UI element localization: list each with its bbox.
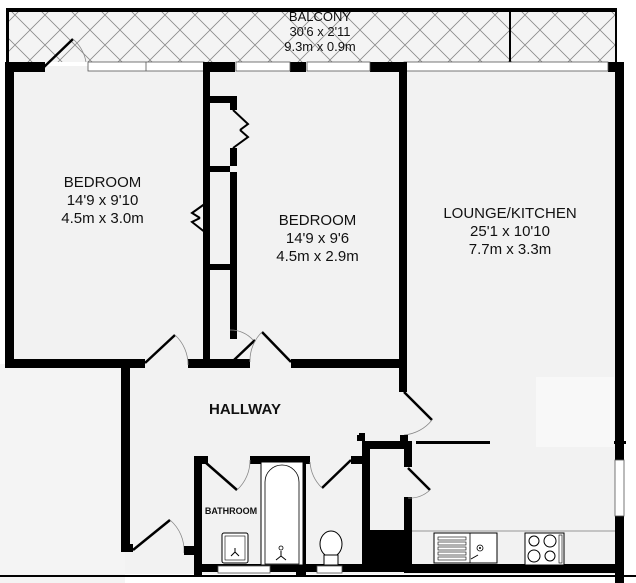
room-name: BEDROOM	[63, 174, 142, 191]
base-line	[0, 575, 636, 577]
sink-icon	[433, 532, 498, 564]
room-name: LOUNGE/KITCHEN	[443, 205, 577, 222]
wc-door	[309, 459, 352, 489]
interior-floor	[0, 66, 615, 583]
room-imperial: 25'1 x 10'10	[470, 223, 550, 240]
bathroom-door	[204, 459, 251, 491]
basin-icon	[221, 532, 249, 564]
closet-walls	[203, 62, 237, 368]
bedroom1-label: BEDROOM 14'9 x 9'10 4.5m x 3.0m	[40, 174, 165, 228]
room-name: BEDROOM	[278, 212, 357, 229]
lounge-label: LOUNGE/KITCHEN 25'1 x 10'10 7.7m x 3.3m	[420, 205, 600, 259]
bottom-wall	[404, 564, 624, 573]
toilet-icon	[319, 530, 343, 566]
bedroom2-label: BEDROOM 14'9 x 9'6 4.5m x 2.9m	[255, 212, 380, 266]
window	[316, 565, 343, 574]
bedroom2-walls	[291, 62, 407, 392]
lounge-door	[400, 391, 433, 443]
bedroom1-walls	[5, 62, 250, 368]
entrance-door	[132, 519, 198, 555]
room-name: BATHROOM	[204, 506, 258, 516]
room-name: HALLWAY	[209, 401, 281, 418]
window	[87, 61, 609, 72]
room-imperial: 14'9 x 9'6	[285, 230, 350, 247]
top-wall	[5, 61, 617, 72]
bathroom-label: BATHROOM	[200, 506, 262, 517]
light-area	[536, 377, 614, 447]
closet-door-lower	[229, 329, 256, 361]
room-metric: 9.3m x 0.9m	[284, 38, 356, 54]
bedroom1-door	[144, 334, 189, 366]
hallway-walls	[121, 359, 133, 552]
balcony-label: BALCONY 30'6 x 2'11 9.3m x 0.9m	[260, 9, 380, 55]
window	[614, 459, 625, 517]
bedroom2-door	[249, 331, 292, 363]
cupboard-walls	[362, 441, 412, 572]
bath-icon	[260, 461, 304, 566]
room-name: BALCONY	[288, 9, 352, 24]
room-metric: 7.7m x 3.3m	[468, 241, 552, 258]
room-metric: 4.5m x 2.9m	[276, 248, 359, 265]
lounge-walls	[615, 62, 624, 583]
closet-door	[190, 109, 250, 234]
hallway-label: HALLWAY	[195, 401, 295, 419]
room-metric: 4.5m x 3.0m	[61, 210, 144, 227]
balcony-door	[43, 38, 87, 68]
cupboard-door	[407, 467, 431, 499]
window	[217, 565, 271, 574]
balcony-area	[6, 8, 617, 68]
room-imperial: 30'6 x 2'11	[289, 23, 351, 39]
hob-icon	[524, 532, 565, 566]
room-imperial: 14'9 x 9'10	[66, 192, 139, 209]
